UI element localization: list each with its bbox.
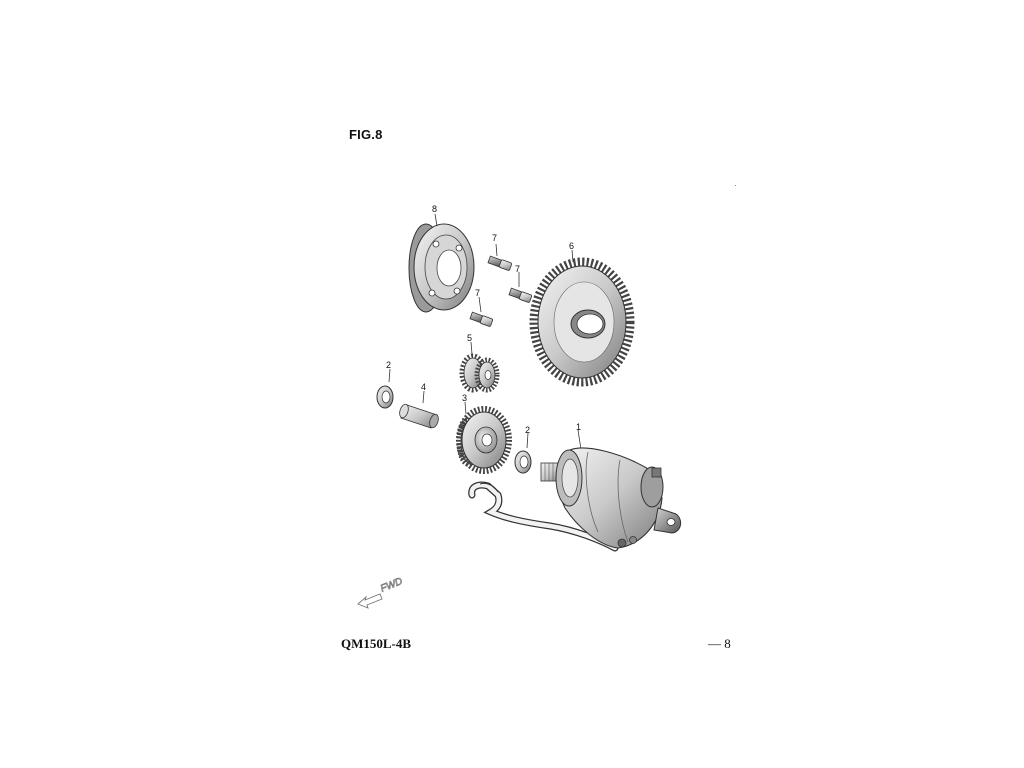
model-code: QM150L-4B [341,636,412,651]
callout-5: 5 [467,333,472,343]
figure-title: FIG.8 [349,127,383,142]
callout-1: 1 [576,422,581,432]
callout-3: 3 [462,393,467,403]
callout-2-right: 2 [525,425,530,435]
callout-4: 4 [421,382,426,392]
driven-gear-part-6 [529,249,635,387]
reduction-gear-part-3 [456,401,512,474]
scan-speck [735,185,736,186]
clutch-housing-part-8 [408,213,475,313]
callout-8: 8 [432,204,437,214]
starter-motor-part-1 [468,429,682,552]
bolt-part-7-lower [469,296,493,327]
idle-gear-part-5 [459,341,500,393]
shaft-part-4 [399,390,439,429]
callout-7-top: 7 [492,233,497,243]
callout-7-right: 7 [515,264,520,274]
bolt-part-7-right [508,272,532,303]
callout-6: 6 [569,241,574,251]
forward-direction-indicator: FWD [357,576,405,609]
washer-part-2-right [514,432,532,474]
washer-part-2-left [376,368,394,409]
page-number: — 8 [708,636,731,651]
fwd-label: FWD [379,576,404,595]
callout-7-lower: 7 [475,288,480,298]
bolt-part-7-top [487,243,512,271]
callout-2-left: 2 [386,360,391,370]
